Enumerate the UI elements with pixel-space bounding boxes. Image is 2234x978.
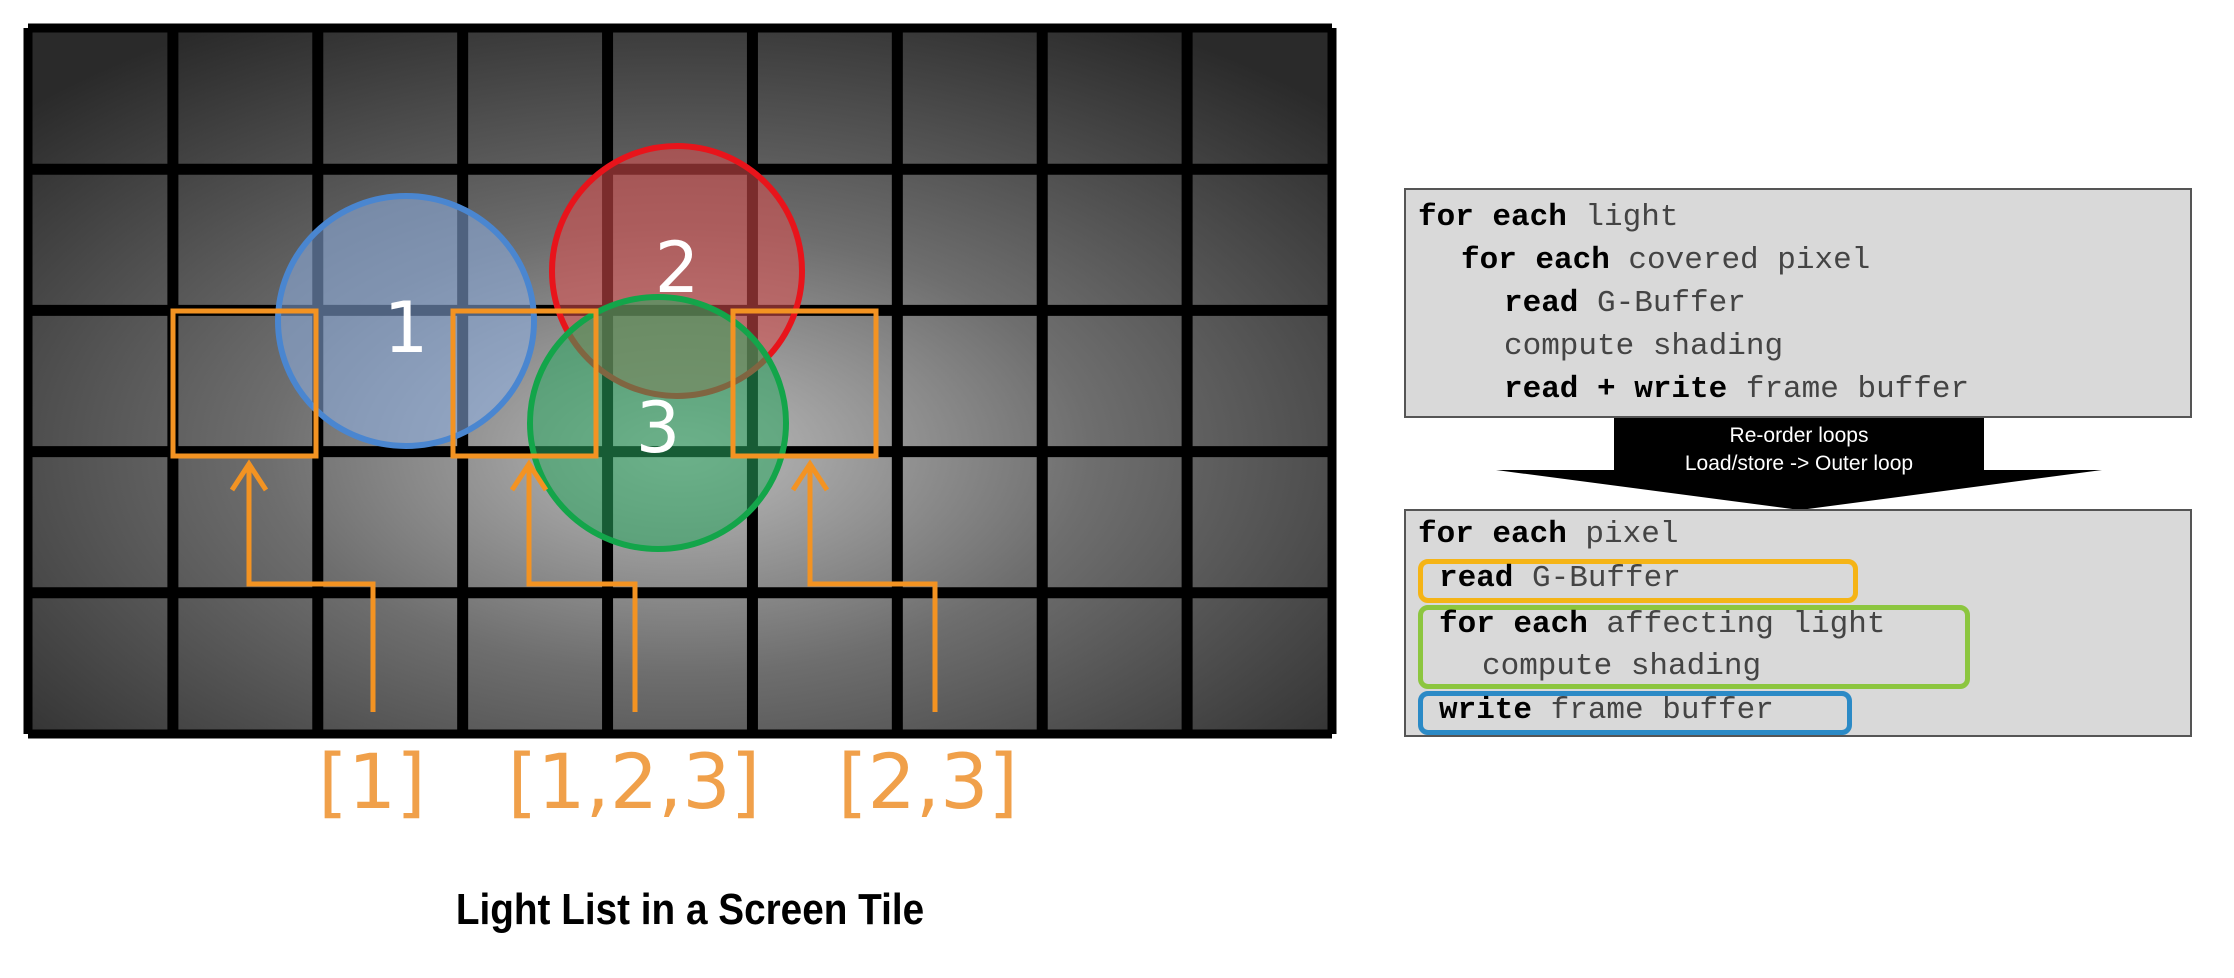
- code-box-before: for each light for each covered pixel re…: [1404, 188, 2192, 418]
- arrow-tile-2: [509, 459, 638, 712]
- light-1-label: 1: [384, 287, 429, 369]
- write-highlight: [1418, 691, 1852, 735]
- tile-list-1: [1]: [318, 737, 426, 826]
- arrow-tile-1: [229, 459, 376, 712]
- tile-list-2: [1,2,3]: [508, 737, 761, 826]
- light-2-label: 2: [655, 227, 700, 309]
- code-line: for each affecting light: [1439, 607, 1886, 642]
- code-line: compute shading: [1504, 329, 1784, 364]
- arrow-tile-3: [790, 459, 938, 712]
- read-highlight: [1418, 559, 1858, 603]
- tile-list-3: [2,3]: [838, 737, 1018, 826]
- tiled-scene-diagram: 1 2 3 [1] [1,2,3] [2,3]: [23, 23, 1337, 826]
- light-1-circle: [275, 193, 537, 449]
- code-line: read G-Buffer: [1504, 286, 1746, 321]
- arrow-label-1: Re-order loops: [1729, 424, 1869, 447]
- tile-highlight-3: [730, 308, 879, 459]
- code-line: write frame buffer: [1439, 693, 1774, 728]
- diagram-caption: Light List in a Screen Tile: [455, 885, 925, 934]
- code-line: for each covered pixel: [1461, 243, 1871, 278]
- code-line: for each pixel: [1418, 517, 1679, 552]
- code-box-after: for each pixel read G-Buffer for each af…: [1404, 509, 2192, 737]
- loop-highlight: [1418, 605, 1970, 689]
- code-line: read G-Buffer: [1439, 561, 1681, 596]
- tile-highlight-1: [170, 308, 319, 459]
- code-line: read + write frame buffer: [1504, 372, 1970, 407]
- reorder-arrow: [1496, 418, 2102, 510]
- code-line: for each light: [1418, 200, 1679, 235]
- light-3-label: 3: [636, 387, 681, 469]
- code-line: compute shading: [1482, 649, 1762, 684]
- tile-highlight-2: [450, 308, 599, 459]
- arrow-label-2: Load/store -> Outer loop: [1684, 452, 1914, 475]
